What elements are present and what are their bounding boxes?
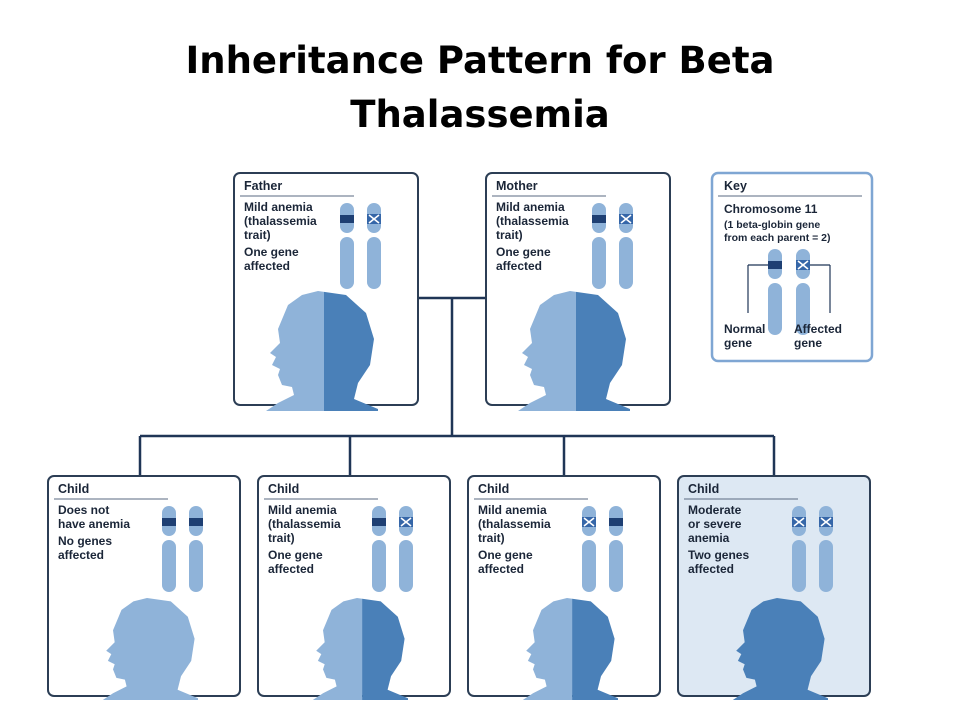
normal-gene-band xyxy=(768,261,782,269)
affected-gene-cross xyxy=(368,214,380,224)
chromosome-lower-arm xyxy=(189,540,203,592)
key-text-line: Chromosome 11 xyxy=(724,202,818,216)
chromosome-lower-arm xyxy=(619,237,633,289)
chromosome-right xyxy=(619,203,633,289)
panel-text-line: trait) xyxy=(244,228,271,242)
normal-gene-band xyxy=(609,518,623,526)
chromosome-right xyxy=(819,506,833,592)
chromosome-lower-arm xyxy=(582,540,596,592)
chromosome-right xyxy=(367,203,381,289)
chromosome-lower-arm xyxy=(592,237,606,289)
chromosome-right xyxy=(189,506,203,592)
panel-text-line: Moderate xyxy=(688,503,742,517)
panel-text-line: One gene xyxy=(496,245,551,259)
affected-gene-cross xyxy=(620,214,632,224)
panel-text-line: Mild anemia xyxy=(244,200,313,214)
panel-text-line: affected xyxy=(688,562,734,576)
panel-text-line: anemia xyxy=(688,531,730,545)
key-normal-chromosome xyxy=(768,249,782,335)
chromosome-lower-arm xyxy=(372,540,386,592)
panel-text-line: One gene xyxy=(268,548,323,562)
key-text-line: (1 beta-globin gene xyxy=(724,219,820,231)
panel-heading: Child xyxy=(58,482,89,496)
key-affected-chromosome xyxy=(796,249,810,335)
panel-text-line: affected xyxy=(478,562,524,576)
affected-gene-cross xyxy=(583,517,595,527)
panel-text-line: or severe xyxy=(688,517,742,531)
chromosome-left xyxy=(592,203,606,289)
normal-gene-band xyxy=(372,518,386,526)
normal-gene-band xyxy=(162,518,176,526)
panel-text-line: affected xyxy=(268,562,314,576)
panel-text-line: Mild anemia xyxy=(478,503,547,517)
chromosome-lower-arm xyxy=(609,540,623,592)
chromosome-left xyxy=(582,506,596,592)
title-line-1: Inheritance Pattern for Beta xyxy=(185,39,775,82)
panel-text-line: trait) xyxy=(478,531,505,545)
panel-text-line: One gene xyxy=(244,245,299,259)
panel-text-line: have anemia xyxy=(58,517,130,531)
panel-text-line: (thalassemia xyxy=(244,214,317,228)
panel-text-line: Two genes xyxy=(688,548,749,562)
normal-gene-band xyxy=(340,215,354,223)
affected-gene-cross xyxy=(820,517,832,527)
panel-text-line: (thalassemia xyxy=(496,214,569,228)
key-text-line: from each parent = 2) xyxy=(724,232,831,244)
chromosome-lower-arm xyxy=(367,237,381,289)
panel-text-line: trait) xyxy=(268,531,295,545)
chromosome-right xyxy=(399,506,413,592)
affected-gene-cross xyxy=(793,517,805,527)
affected-gene-cross xyxy=(400,517,412,527)
title-line-2: Thalassemia xyxy=(350,93,610,136)
key-normal-label: gene xyxy=(724,336,752,350)
panel-text-line: Mild anemia xyxy=(268,503,337,517)
panel-text-line: trait) xyxy=(496,228,523,242)
panel-text-line: affected xyxy=(244,259,290,273)
panel-text-line: affected xyxy=(496,259,542,273)
chromosome-lower-arm xyxy=(768,283,782,335)
panel-text-line: No genes xyxy=(58,534,112,548)
chromosome-right xyxy=(609,506,623,592)
panel-text-line: affected xyxy=(58,548,104,562)
chromosome-left xyxy=(162,506,176,592)
affected-gene-cross xyxy=(797,260,809,270)
panel-heading: Child xyxy=(688,482,719,496)
chromosome-lower-arm xyxy=(819,540,833,592)
panel-heading: Child xyxy=(478,482,509,496)
key-affected-label: gene xyxy=(794,336,822,350)
panel-text-line: One gene xyxy=(478,548,533,562)
chromosome-left xyxy=(340,203,354,289)
key-normal-label: Normal xyxy=(724,322,765,336)
chromosome-lower-arm xyxy=(796,283,810,335)
normal-gene-band xyxy=(592,215,606,223)
panel-text-line: (thalassemia xyxy=(268,517,341,531)
slide-title: Inheritance Pattern for Beta Thalassemia xyxy=(0,34,960,142)
chromosome-lower-arm xyxy=(792,540,806,592)
panel-text-line: (thalassemia xyxy=(478,517,551,531)
chromosome-left xyxy=(792,506,806,592)
panel-heading: Mother xyxy=(496,179,538,193)
panel-text-line: Mild anemia xyxy=(496,200,565,214)
chromosome-lower-arm xyxy=(399,540,413,592)
panel-text-line: Does not xyxy=(58,503,109,517)
chromosome-lower-arm xyxy=(162,540,176,592)
normal-gene-band xyxy=(189,518,203,526)
chromosome-lower-arm xyxy=(340,237,354,289)
key-affected-label: Affected xyxy=(794,322,842,336)
key-border xyxy=(710,171,874,363)
key-heading: Key xyxy=(724,179,747,193)
chromosome-left xyxy=(372,506,386,592)
panel-heading: Child xyxy=(268,482,299,496)
panel-heading: Father xyxy=(244,179,282,193)
